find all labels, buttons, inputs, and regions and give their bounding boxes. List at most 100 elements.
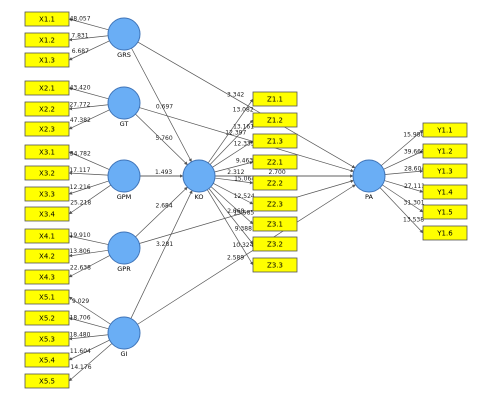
indicator-box <box>422 122 468 138</box>
indicator-label: X3.3 <box>39 191 55 199</box>
indicator-x1-2[interactable]: X1.2 <box>24 32 70 48</box>
indicator-label: Z3.2 <box>267 241 283 249</box>
loading-arrow-y1-2 <box>383 150 424 170</box>
indicator-z3-1[interactable]: Z3.1 <box>252 216 298 232</box>
indicator-box <box>24 310 70 326</box>
latent-gpr[interactable]: GPR <box>107 231 141 273</box>
loading-arrow-z1-2 <box>209 119 254 165</box>
indicator-x3-2[interactable]: X3.2 <box>24 165 70 181</box>
indicator-x2-3[interactable]: X2.3 <box>24 121 70 137</box>
latent-label: PA <box>365 193 374 201</box>
indicator-box <box>24 248 70 264</box>
indicator-x4-3[interactable]: X4.3 <box>24 269 70 285</box>
indicator-x4-1[interactable]: X4.1 <box>24 228 70 244</box>
loading-arrow-y1-1 <box>380 129 424 166</box>
indicator-x3-1[interactable]: X3.1 <box>24 144 70 160</box>
indicator-x3-4[interactable]: X3.4 <box>24 206 70 222</box>
indicator-label: X4.3 <box>39 274 55 282</box>
indicator-box <box>24 331 70 347</box>
loading-arrow-y1-4 <box>384 180 424 193</box>
indicator-x4-2[interactable]: X4.2 <box>24 248 70 264</box>
indicator-box <box>24 206 70 222</box>
loading-weight-x5-3: 18.480 <box>69 331 90 338</box>
edges-layer <box>68 18 424 382</box>
indicator-box <box>24 11 70 27</box>
latent-ko[interactable]: KO <box>182 159 216 201</box>
latent-gt[interactable]: GT <box>107 86 141 128</box>
indicator-box <box>422 204 468 220</box>
indicator-label: Y1.2 <box>436 148 452 156</box>
indicator-x1-3[interactable]: X1.3 <box>24 52 70 68</box>
indicator-x5-5[interactable]: X5.5 <box>24 373 70 389</box>
loading-weight-x4-3: 22.638 <box>70 264 91 271</box>
indicator-y1-1[interactable]: Y1.1 <box>422 122 468 138</box>
loading-weight-y1-3: 28.604 <box>404 165 425 172</box>
loading-arrow-x5-4 <box>68 339 110 361</box>
loading-arrow-y1-6 <box>379 187 424 234</box>
indicator-x5-1[interactable]: X5.1 <box>24 289 70 305</box>
indicator-x2-2[interactable]: X2.2 <box>24 101 70 117</box>
latent-circle <box>352 159 386 193</box>
indicator-label: Y1.1 <box>436 127 452 135</box>
loading-arrow-x4-1 <box>68 234 109 245</box>
indicator-box <box>252 91 298 107</box>
indicator-z3-2[interactable]: Z3.2 <box>252 236 298 252</box>
indicator-x5-4[interactable]: X5.4 <box>24 352 70 368</box>
indicator-y1-6[interactable]: Y1.6 <box>422 225 468 241</box>
indicator-z1-3[interactable]: Z1.3 <box>252 133 298 149</box>
latent-label: GI <box>121 350 128 358</box>
indicator-z1-2[interactable]: Z1.2 <box>252 112 298 128</box>
indicator-y1-4[interactable]: Y1.4 <box>422 184 468 200</box>
indicator-y1-2[interactable]: Y1.2 <box>422 143 468 159</box>
indicator-box <box>24 101 70 117</box>
latent-grs[interactable]: GRS <box>107 17 141 59</box>
indicator-y1-5[interactable]: Y1.5 <box>422 204 468 220</box>
latent-pa[interactable]: PA <box>352 159 386 201</box>
indicator-x2-1[interactable]: X2.1 <box>24 80 70 96</box>
indicator-label: Y1.6 <box>436 230 453 238</box>
indicator-z2-1[interactable]: Z2.1 <box>252 154 298 170</box>
loading-weight-z2-1: 9.463 <box>236 158 253 165</box>
path-weight-grs-to-ko: 0.697 <box>156 104 173 111</box>
loading-weight-y1-1: 15.980 <box>403 131 424 138</box>
loading-weight-x2-3: 47.382 <box>70 117 91 124</box>
path-weight-ko-to-pa: 2.700 <box>269 169 286 176</box>
indicator-label: X1.2 <box>39 37 55 45</box>
indicator-z1-1[interactable]: Z1.1 <box>252 91 298 107</box>
loading-weight-y1-2: 39.660 <box>404 149 425 156</box>
loading-arrow-z3-1 <box>210 186 254 225</box>
loading-weight-y1-6: 13.538 <box>403 217 424 224</box>
indicator-x1-1[interactable]: X1.1 <box>24 11 70 27</box>
loading-arrow-x1-3 <box>68 40 110 61</box>
indicator-label: Y1.3 <box>436 168 452 176</box>
loading-arrow-x3-1 <box>68 151 110 170</box>
indicator-label: X2.1 <box>39 85 55 93</box>
indicator-z2-3[interactable]: Z2.3 <box>252 196 298 212</box>
loading-arrow-x2-2 <box>68 104 109 111</box>
indicator-label: Z3.1 <box>267 221 283 229</box>
indicator-label: Z2.1 <box>267 159 283 167</box>
indicator-box <box>252 175 298 191</box>
loading-weight-x3-3: 12.216 <box>70 184 91 191</box>
loading-arrow-x3-4 <box>68 184 112 215</box>
indicator-label: X5.3 <box>39 336 55 344</box>
indicator-label: X3.2 <box>39 170 55 178</box>
indicator-label: Z1.2 <box>267 117 283 125</box>
loading-weight-x1-1: 48.057 <box>70 16 91 23</box>
nodes-layer: X1.1X1.2X1.3X2.1X2.2X2.3X3.1X3.2X3.3X3.4… <box>24 11 468 389</box>
indicator-z2-2[interactable]: Z2.2 <box>252 175 298 191</box>
latent-gpm[interactable]: GPM <box>107 159 141 201</box>
path-weight-gi-to-pa: 2.589 <box>227 254 244 261</box>
indicator-y1-3[interactable]: Y1.3 <box>422 163 468 179</box>
indicator-label: X1.1 <box>39 16 55 24</box>
latent-gi[interactable]: GI <box>107 316 141 358</box>
loading-arrow-x2-3 <box>68 109 110 130</box>
indicator-x5-2[interactable]: X5.2 <box>24 310 70 326</box>
indicator-z3-3[interactable]: Z3.3 <box>252 257 298 273</box>
path-arrow-gpr-to-pa <box>139 179 354 244</box>
indicator-x5-3[interactable]: X5.3 <box>24 331 70 347</box>
indicator-label: X4.2 <box>39 253 55 261</box>
indicator-x3-3[interactable]: X3.3 <box>24 186 70 202</box>
